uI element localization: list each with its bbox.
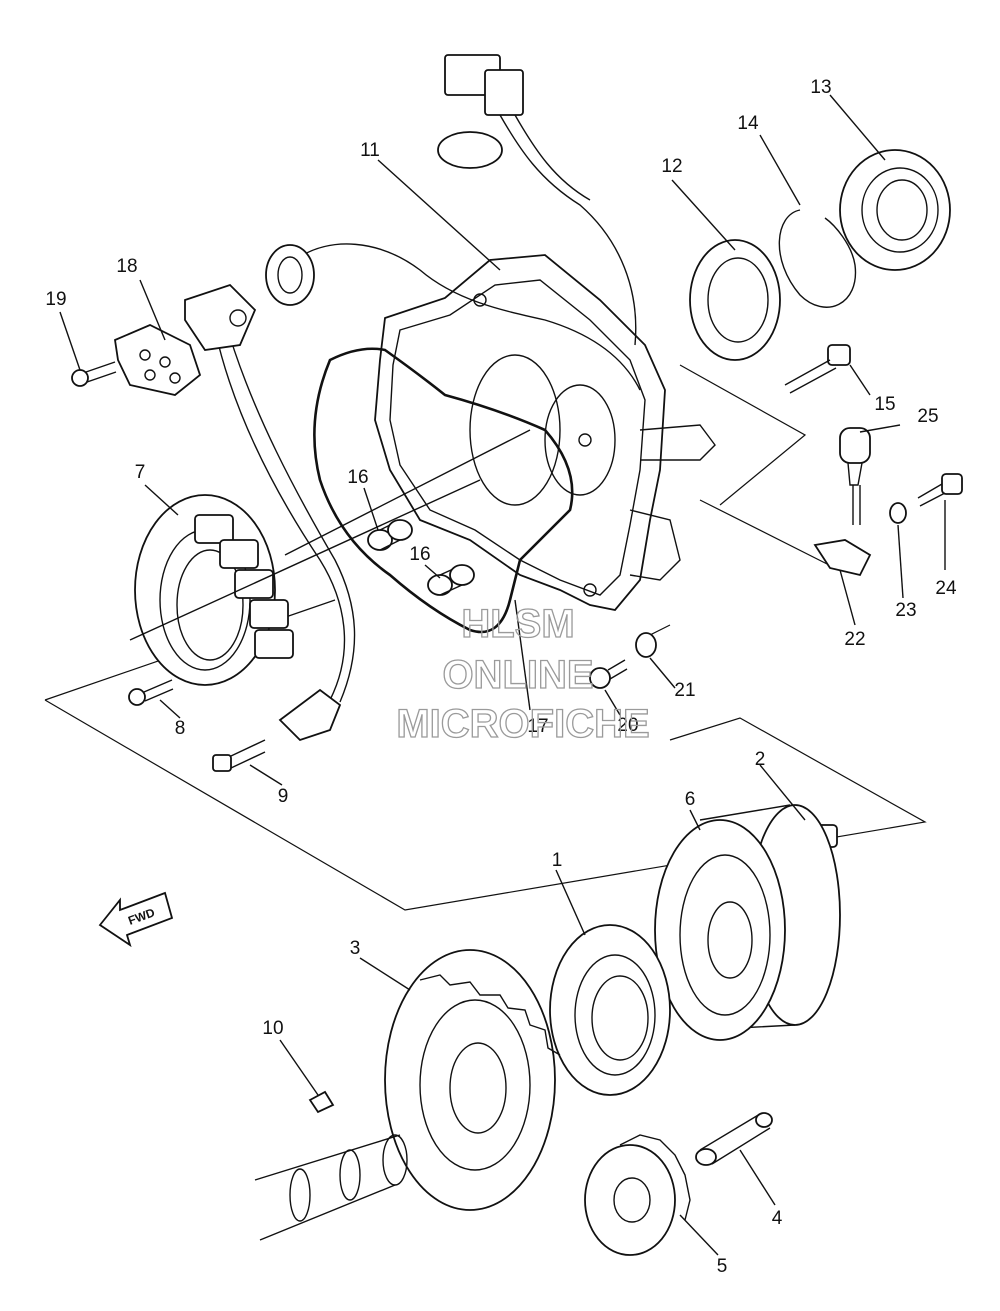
callout-14: 14 xyxy=(737,113,759,134)
callout-25: 25 xyxy=(917,406,938,427)
bolt-15 xyxy=(784,344,851,394)
neutral-switch xyxy=(839,427,871,525)
callout-9: 9 xyxy=(278,786,289,807)
washer-23 xyxy=(889,502,907,524)
forward-direction-arrow: FWD xyxy=(98,891,174,948)
bolt-9 xyxy=(212,739,266,772)
starter-wheel-gear xyxy=(384,949,561,1211)
callout-1: 1 xyxy=(552,850,563,871)
screw-24 xyxy=(917,473,963,507)
watermark-line-2: ONLINE xyxy=(442,653,593,697)
callout-13: 13 xyxy=(810,77,831,98)
callout-15: 15 xyxy=(874,394,895,415)
circlip xyxy=(778,209,857,308)
lead-holder xyxy=(813,539,872,577)
cover-gasket xyxy=(313,347,574,634)
idle-gear xyxy=(584,1134,691,1256)
callout-2: 2 xyxy=(755,749,766,770)
callout-6: 6 xyxy=(685,789,696,810)
wire-clamp xyxy=(278,688,342,742)
stator-coil xyxy=(134,494,294,686)
callout-16-lower: 16 xyxy=(409,544,430,565)
callout-11: 11 xyxy=(360,140,380,161)
callout-24: 24 xyxy=(935,578,957,599)
bolt-19 xyxy=(71,361,117,387)
callout-17: 17 xyxy=(527,716,548,737)
callout-7: 7 xyxy=(135,462,146,483)
washer-21 xyxy=(635,632,657,658)
oil-seal xyxy=(689,239,781,361)
crankcase-cover xyxy=(374,254,716,611)
callout-10: 10 xyxy=(262,1018,283,1039)
pickup-coil-bracket xyxy=(114,283,257,396)
crankshaft xyxy=(254,1134,408,1241)
callout-18: 18 xyxy=(116,256,137,277)
callout-4: 4 xyxy=(772,1208,783,1229)
idle-gear-shaft xyxy=(695,1112,773,1166)
callout-22: 22 xyxy=(844,629,865,650)
dowel-pin-lower xyxy=(427,564,475,596)
bolt-8 xyxy=(128,679,174,706)
callout-20: 20 xyxy=(617,715,638,736)
leader-lines xyxy=(59,94,946,1256)
starter-clutch xyxy=(549,924,671,1096)
dowel-pin-upper xyxy=(367,519,413,551)
watermark-line-3: MICROFICHE xyxy=(396,702,649,746)
callout-21: 21 xyxy=(674,680,695,701)
bearing xyxy=(839,149,951,271)
callout-3: 3 xyxy=(350,938,361,959)
callout-23: 23 xyxy=(895,600,916,621)
rotor xyxy=(654,804,841,1041)
bolt-20 xyxy=(589,659,628,689)
watermark-line-1: HLSM xyxy=(461,602,574,646)
callout-12: 12 xyxy=(661,156,682,177)
callout-5: 5 xyxy=(717,1256,728,1277)
woodruff-key xyxy=(308,1090,335,1114)
callout-16-upper: 16 xyxy=(347,467,368,488)
callout-8: 8 xyxy=(175,718,186,739)
callout-19: 19 xyxy=(45,289,66,310)
